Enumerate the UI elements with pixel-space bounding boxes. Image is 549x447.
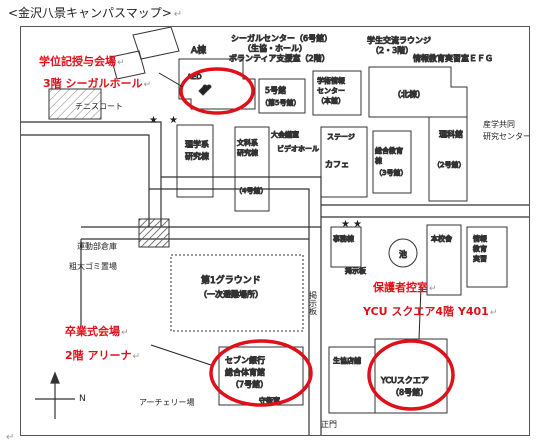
svg-text:理科館: 理科館 <box>439 129 463 139</box>
svg-text:ビデオホール: ビデオホール <box>277 144 319 153</box>
svg-text:総合体育館: 総合体育館 <box>225 367 265 377</box>
svg-text:本校舎: 本校舎 <box>431 234 452 243</box>
first-ground: 第1グラウンド （一次避難場所） <box>170 254 304 332</box>
svg-text:文科系: 文科系 <box>237 138 258 147</box>
svg-text:学術情報: 学術情報 <box>317 76 345 85</box>
svg-text:ステージ: ステージ <box>327 133 355 141</box>
warehouse-area: 運動部倉庫 粗大ゴミ置場 <box>69 218 170 271</box>
svg-text:（一次避難場所）: （一次避難場所） <box>199 289 263 299</box>
svg-text:正門: 正門 <box>321 420 337 429</box>
svg-text:大会議室: 大会議室 <box>271 130 299 139</box>
annotation-parents-room: 保護者控室↵ YCU スクエア4階 Y401↵ <box>363 281 498 318</box>
seagull-center-label: シーガルセンター（6号館） <box>231 33 332 43</box>
annotation-arrows <box>150 72 422 366</box>
it-rooms-label: 情報教育実習室ＥＦＧ <box>413 53 493 63</box>
academic-info-center: 学術情報 センター （本館） <box>312 70 362 116</box>
svg-text:教育: 教育 <box>473 244 487 253</box>
svg-text:産学共同: 産学共同 <box>483 119 515 129</box>
svg-text:学生交流ラウンジ: 学生交流ラウンジ <box>367 35 431 45</box>
ycu-square: 生協店舗 YCUスクエア （8号館） <box>328 338 448 414</box>
svg-text:守衛室: 守衛室 <box>259 396 280 405</box>
svg-text:総合教育: 総合教育 <box>375 146 403 155</box>
svg-text:（第5号館）: （第5号館） <box>261 98 300 107</box>
svg-text:研究棟: 研究棟 <box>185 151 209 161</box>
star-markers: ★★ ★★ <box>149 115 362 230</box>
svg-text:YCUスクエア: YCUスクエア <box>380 376 429 385</box>
general-education: ステージ カフェ 総合教育 棟 （3号館） <box>320 126 412 198</box>
humanities-lab: 文科系 研究棟 （4号館） 大会議室 ビデオホール <box>234 126 320 212</box>
highlight-seagull-hall <box>179 67 255 115</box>
student-lounge: 学生交流ラウンジ （2・3階） （北棟） 情報教育実習室ＥＦＧ <box>367 35 494 118</box>
svg-text:セブン銀行: セブン銀行 <box>225 355 265 365</box>
annotation-commencement: 卒業式会場↵ 2階 アリーナ↵ <box>65 325 141 362</box>
notice-board-vertical: 掲示板 <box>309 290 318 316</box>
svg-text:（本館）: （本館） <box>317 96 345 105</box>
building-5: 5号館 （第5号館） <box>258 78 306 114</box>
svg-text:掲示板: 掲示板 <box>309 290 318 316</box>
svg-text:5号館: 5号館 <box>265 85 286 95</box>
gymnasium: セブン銀行 総合体育館 （7号館） 守衛室 <box>218 346 304 406</box>
campus-map: A棟 シーガルセンター（6号館） （生協・ホール） ボランティア支援室（2階） … <box>20 26 530 436</box>
svg-text:カフェ: カフェ <box>325 160 349 169</box>
highlight-circles <box>179 67 455 411</box>
svg-text:粗大ゴミ置場: 粗大ゴミ置場 <box>69 261 117 271</box>
svg-text:研究センター: 研究センター <box>483 131 529 141</box>
svg-text:（4号館）: （4号館） <box>235 186 267 195</box>
svg-text:（3号館）: （3号館） <box>375 168 407 177</box>
svg-text:掲示板: 掲示板 <box>345 266 366 275</box>
svg-text:★: ★ <box>149 115 158 126</box>
a-building-label: A棟 <box>191 44 206 56</box>
svg-text:（7号館）: （7号館） <box>231 379 268 389</box>
svg-text:生協店舗: 生協店舗 <box>333 356 361 365</box>
map-title: <金沢八景キャンパスマップ>↵ <box>8 6 183 20</box>
svg-text:研究棟: 研究棟 <box>237 148 258 157</box>
svg-text:テニスコート: テニスコート <box>75 102 123 111</box>
svg-text:（2・3階）: （2・3階） <box>371 45 413 55</box>
svg-text:実習: 実習 <box>473 254 487 263</box>
svg-text:第1グラウンド: 第1グラウンド <box>201 274 261 286</box>
heart-icon <box>198 84 212 96</box>
svg-text:★: ★ <box>169 115 178 126</box>
svg-text:（2号館）: （2号館） <box>433 160 465 169</box>
science-lab: 理学系 研究棟 <box>176 124 214 198</box>
annotation-graduation-ceremony: 学位記授与会場↵ 3階 シーガルホール↵ <box>39 55 152 90</box>
industry-center: 産学共同 研究センター <box>483 119 529 141</box>
it-education: 情報 教育 実習 <box>466 226 508 288</box>
svg-text:N: N <box>79 394 86 404</box>
volunteer-label: ボランティア支援室（2階） <box>229 53 330 63</box>
svg-text:（北棟）: （北棟） <box>393 89 425 99</box>
svg-text:アーチェリー場: アーチェリー場 <box>139 397 195 407</box>
svg-text:棟: 棟 <box>375 156 382 165</box>
north-arrow-icon: N <box>35 371 86 419</box>
archery-gate: アーチェリー場 正門 <box>139 397 337 429</box>
svg-text:センター: センター <box>317 86 345 95</box>
highlight-gym-arena <box>209 339 313 407</box>
science-building: 理科館 （2号館） <box>428 116 468 202</box>
svg-text:（8号館）: （8号館） <box>391 387 428 397</box>
svg-text:★: ★ <box>353 219 362 230</box>
svg-text:池: 池 <box>399 249 407 259</box>
svg-text:★: ★ <box>341 219 350 230</box>
svg-text:情報: 情報 <box>473 234 487 243</box>
highlight-ycu-square <box>367 339 455 411</box>
affairs-area: 事務棟 池 本校舎 掲示板 <box>330 224 462 296</box>
svg-text:事務棟: 事務棟 <box>333 234 354 243</box>
svg-text:運動部倉庫: 運動部倉庫 <box>77 241 117 251</box>
tennis-court: テニスコート <box>75 102 123 111</box>
paragraph-mark: ↵ <box>6 432 15 443</box>
aed-label: AED <box>187 73 202 81</box>
a-building-area: A棟 <box>48 27 207 120</box>
seagull-sub-label: （生協・ホール） <box>243 43 307 53</box>
svg-text:理学系: 理学系 <box>185 139 209 149</box>
campus-map-drawing: A棟 シーガルセンター（6号館） （生協・ホール） ボランティア支援室（2階） … <box>21 27 529 435</box>
